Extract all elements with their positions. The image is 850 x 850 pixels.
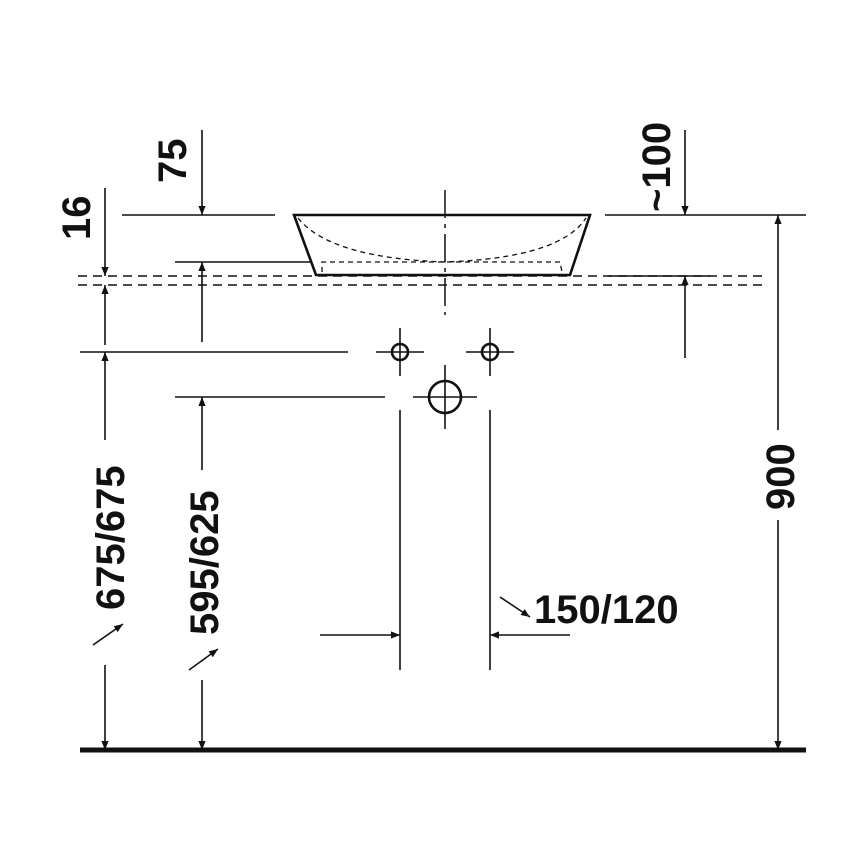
- pointer-arrow-icon: [92, 623, 124, 646]
- label-595-625: 595/625: [183, 490, 227, 635]
- label-675-675: 675/675: [89, 465, 133, 610]
- label-75: 75: [151, 139, 195, 184]
- basin-outline: [292, 213, 592, 277]
- tap-hole-right: [466, 328, 514, 376]
- label-900: 900: [759, 443, 803, 510]
- label-16: 16: [55, 196, 99, 241]
- pointer-arrow-icon: [499, 596, 531, 618]
- waste-outlet: [413, 365, 477, 429]
- pointer-arrow-icon: [188, 648, 219, 671]
- tap-hole-left: [376, 328, 424, 376]
- label-150-120: 150/120: [534, 588, 679, 632]
- label-100: ~100: [635, 122, 679, 212]
